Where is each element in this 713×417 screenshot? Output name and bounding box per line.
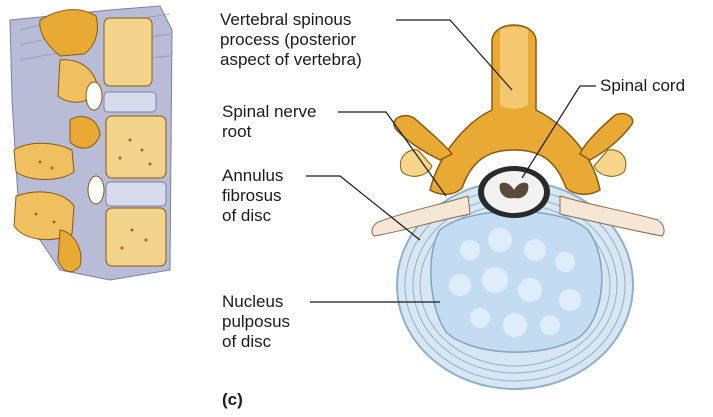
leader-annulus <box>306 176 420 240</box>
leader-nerve-root <box>338 112 446 196</box>
label-vertebral-spinous-process: Vertebral spinous process (posterior asp… <box>220 10 362 70</box>
label-annulus-fibrosus: Annulus fibrosus of disc <box>222 166 283 226</box>
leader-spinous-process <box>396 20 512 90</box>
label-spinal-nerve-root: Spinal nerve root <box>222 102 317 142</box>
label-nucleus-pulposus: Nucleus pulposus of disc <box>222 292 290 352</box>
label-spinal-cord: Spinal cord <box>600 76 685 96</box>
leader-spinal-cord <box>522 86 596 178</box>
panel-label: (c) <box>222 390 243 410</box>
